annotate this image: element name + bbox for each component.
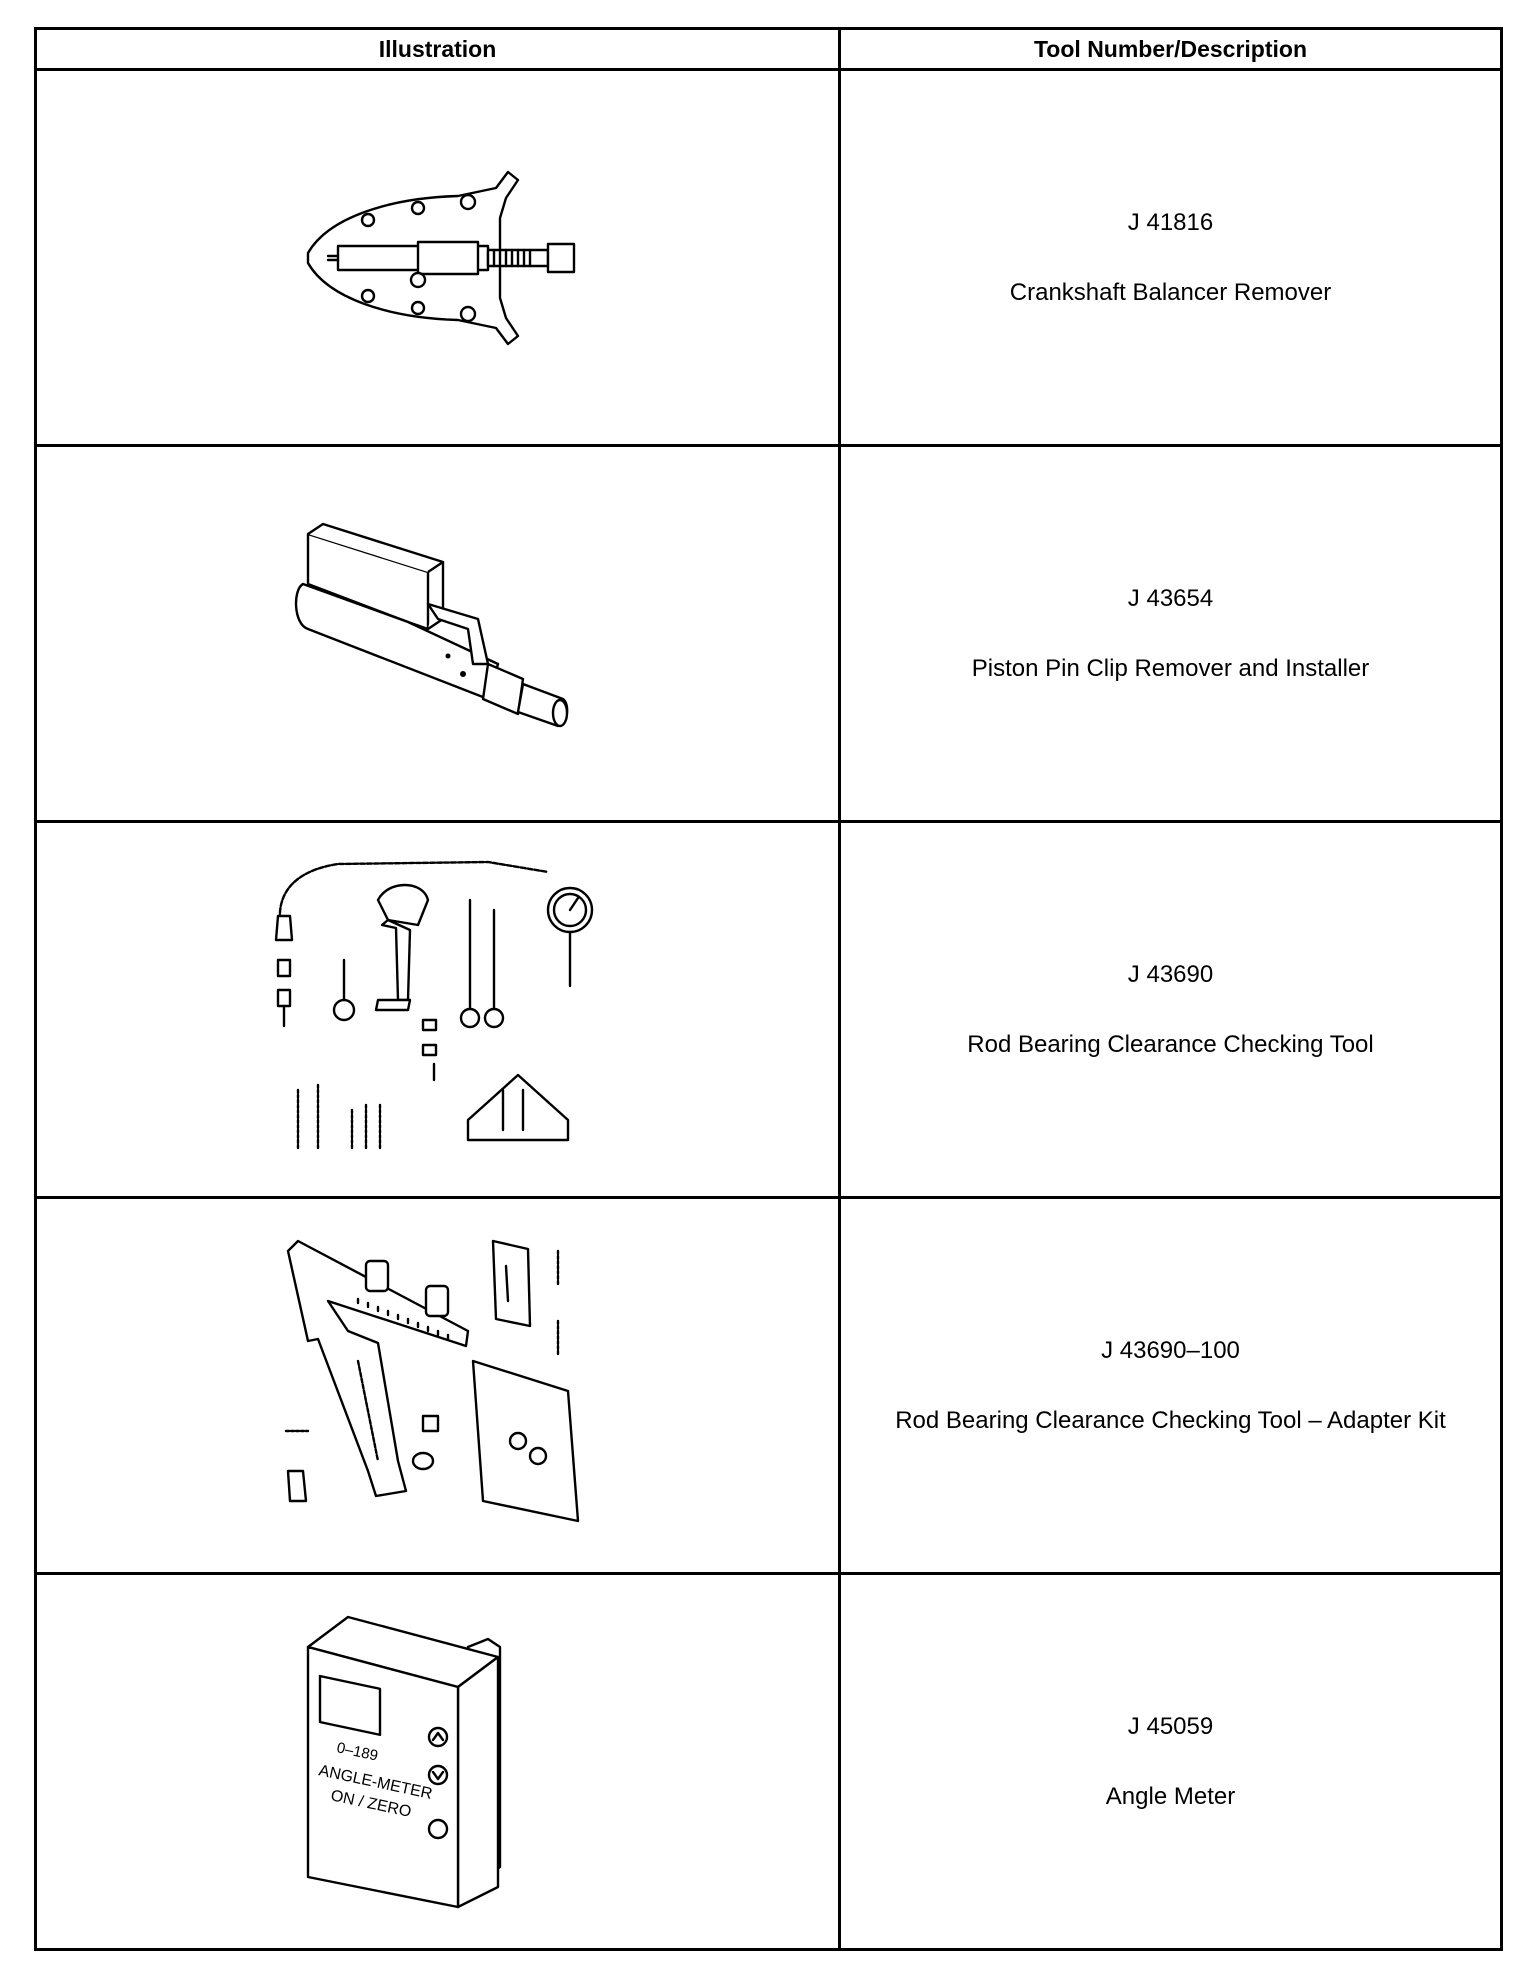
- adapter-kit-icon: [284, 1239, 579, 1522]
- gear-puller-icon: [306, 170, 575, 345]
- tool-number: J 41816: [1127, 208, 1214, 236]
- tool-description: Crankshaft Balancer Remover: [1009, 278, 1332, 306]
- table-row: 0–189 ANGLE-METER ON / ZERO J 45059 Angl…: [34, 1572, 1503, 1951]
- table-header-row: Illustration Tool Number/Description: [34, 27, 1503, 71]
- tool-number: J 45059: [1127, 1712, 1214, 1740]
- illustration-cell: 0–189 ANGLE-METER ON / ZERO: [34, 1572, 841, 1951]
- table-row: J 43690–100 Rod Bearing Clearance Checki…: [34, 1196, 1503, 1575]
- table-row: J 43654 Piston Pin Clip Remover and Inst…: [34, 444, 1503, 823]
- tool-number: J 43690: [1127, 960, 1214, 988]
- down-arrow-button-icon: [427, 1764, 448, 1785]
- tool-description: Angle Meter: [1105, 1782, 1236, 1810]
- on-zero-button-icon: [427, 1818, 448, 1839]
- description-cell: J 43654 Piston Pin Clip Remover and Inst…: [838, 444, 1503, 823]
- tool-description: Rod Bearing Clearance Checking Tool: [967, 1030, 1374, 1058]
- pin-clip-tool-icon: [294, 522, 568, 727]
- description-cell: J 41816 Crankshaft Balancer Remover: [838, 68, 1503, 447]
- dial-indicator-kit-icon: [274, 860, 593, 1151]
- description-cell: J 45059 Angle Meter: [838, 1572, 1503, 1951]
- tool-number: J 43690–100: [1101, 1336, 1240, 1364]
- description-cell: J 43690–100 Rod Bearing Clearance Checki…: [838, 1196, 1503, 1575]
- illustration-cell: [34, 444, 841, 823]
- header-illustration: Illustration: [34, 27, 841, 71]
- up-arrow-button-icon: [427, 1726, 448, 1747]
- illustration-cell: [34, 68, 841, 447]
- tool-description: Rod Bearing Clearance Checking Tool – Ad…: [895, 1406, 1446, 1434]
- tool-table: Illustration Tool Number/Description J 4…: [34, 27, 1503, 1951]
- illustration-cell: [34, 820, 841, 1199]
- table-row: J 43690 Rod Bearing Clearance Checking T…: [34, 820, 1503, 1199]
- angle-meter-icon: 0–189 ANGLE-METER ON / ZERO: [306, 1615, 501, 1908]
- tool-number: J 43654: [1127, 584, 1214, 612]
- table-row: J 41816 Crankshaft Balancer Remover: [34, 68, 1503, 447]
- description-cell: J 43690 Rod Bearing Clearance Checking T…: [838, 820, 1503, 1199]
- tool-description: Piston Pin Clip Remover and Installer: [971, 654, 1370, 682]
- header-tool-number: Tool Number/Description: [838, 27, 1503, 71]
- illustration-cell: [34, 1196, 841, 1575]
